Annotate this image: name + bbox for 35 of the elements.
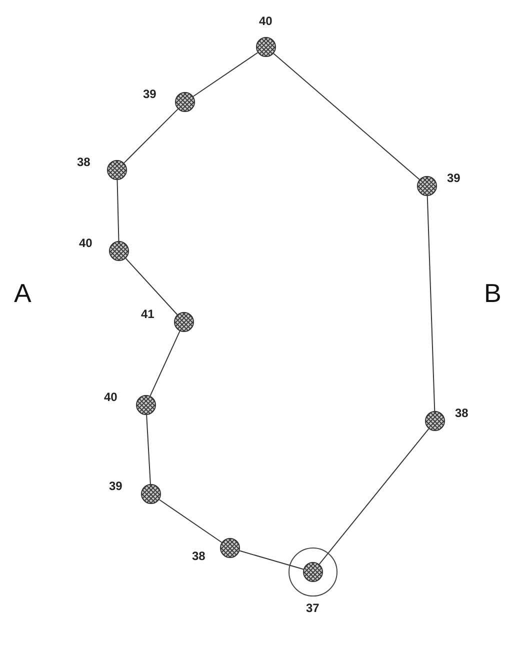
dot-marker bbox=[425, 411, 445, 431]
dot-marker bbox=[175, 92, 195, 112]
value-label: 38 bbox=[192, 549, 206, 563]
value-label: 39 bbox=[447, 171, 460, 185]
dot-marker bbox=[107, 160, 127, 180]
connector-line bbox=[239, 550, 304, 570]
connector-line bbox=[192, 52, 258, 97]
value-label: 37 bbox=[306, 601, 320, 615]
dot-marker bbox=[220, 538, 240, 558]
side-label: B bbox=[484, 278, 502, 308]
connector-line bbox=[146, 414, 151, 485]
value-label: 38 bbox=[77, 155, 90, 169]
value-label: 40 bbox=[104, 390, 118, 404]
dot-marker bbox=[174, 312, 194, 332]
connector-line bbox=[116, 180, 120, 242]
value-label: 39 bbox=[109, 479, 122, 493]
connector-line bbox=[150, 330, 180, 396]
connector-line bbox=[125, 258, 178, 316]
dot-marker bbox=[417, 176, 437, 196]
dot-marker bbox=[256, 37, 276, 57]
value-label: 39 bbox=[143, 87, 156, 101]
connector-line bbox=[426, 196, 436, 412]
value-label: 40 bbox=[79, 236, 92, 250]
connector-line bbox=[124, 108, 178, 164]
dot-marker bbox=[136, 395, 156, 415]
value-label: 38 bbox=[455, 406, 468, 420]
dot-marker bbox=[303, 562, 323, 582]
value-label: 40 bbox=[259, 14, 272, 28]
dot-marker bbox=[141, 484, 161, 504]
value-label: 41 bbox=[141, 307, 154, 321]
connector-line bbox=[158, 499, 222, 543]
connector-line bbox=[318, 428, 430, 565]
connector-line bbox=[273, 53, 420, 180]
side-label: A bbox=[14, 278, 32, 308]
dot-marker bbox=[109, 241, 129, 261]
